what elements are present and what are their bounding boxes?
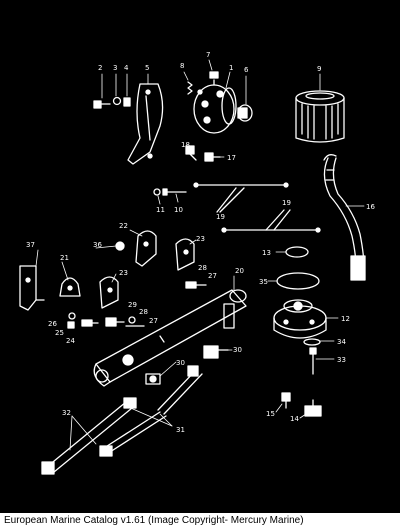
callout-25: 25 xyxy=(55,329,64,337)
part-nut-4 xyxy=(123,97,131,107)
leader-lines xyxy=(35,59,365,451)
callout-4: 4 xyxy=(124,64,129,72)
part-fasteners-27-29 xyxy=(105,281,207,327)
part-bracket-21 xyxy=(59,277,81,297)
part-gasket-35 xyxy=(276,272,320,290)
callout-16: 16 xyxy=(366,203,375,211)
part-o-ring-13 xyxy=(285,246,309,258)
part-hose-31 xyxy=(99,365,203,457)
part-bracket-23a xyxy=(175,238,195,271)
callout-36: 36 xyxy=(93,241,102,249)
part-washer-3 xyxy=(112,96,122,106)
part-spring-8 xyxy=(187,81,193,95)
part-bolt-33 xyxy=(309,347,317,375)
callout-11: 11 xyxy=(156,206,165,214)
callout-15: 15 xyxy=(266,410,275,418)
exploded-parts-diagram: 1 2 3 4 5 6 7 8 9 10 11 12 13 14 15 16 1… xyxy=(19,51,375,475)
callout-2: 2 xyxy=(98,64,102,72)
part-elbow-17 xyxy=(204,152,221,162)
callout-28a: 28 xyxy=(198,264,207,272)
callout-9: 9 xyxy=(317,65,321,73)
part-tube-16 xyxy=(323,154,366,281)
callout-7: 7 xyxy=(206,51,210,59)
callout-30b: 30 xyxy=(233,346,242,354)
callout-8: 8 xyxy=(180,62,184,70)
part-bracket-37 xyxy=(19,265,45,311)
callout-33: 33 xyxy=(337,356,346,364)
callout-27b: 27 xyxy=(149,317,158,325)
callout-19b: 19 xyxy=(282,199,291,207)
callout-32: 32 xyxy=(62,409,71,417)
callout-1: 1 xyxy=(229,64,233,72)
callout-24: 24 xyxy=(66,337,75,345)
callout-20: 20 xyxy=(235,267,244,275)
callout-3: 3 xyxy=(113,64,117,72)
part-fitting-7 xyxy=(209,71,219,79)
callout-10: 10 xyxy=(174,206,183,214)
callout-5: 5 xyxy=(145,64,149,72)
part-bracket-22 xyxy=(135,230,157,267)
callout-numbers: 1 2 3 4 5 6 7 8 9 10 11 12 13 14 15 16 1… xyxy=(26,51,375,434)
part-nut-36 xyxy=(115,241,125,251)
part-screw-10 xyxy=(162,188,187,196)
part-oil-filter-9 xyxy=(295,90,345,143)
callout-26: 26 xyxy=(48,320,57,328)
callout-28b: 28 xyxy=(139,308,148,316)
callout-18: 18 xyxy=(181,141,190,149)
callout-14: 14 xyxy=(290,415,299,423)
callout-12: 12 xyxy=(341,315,350,323)
part-oil-cooler-20 xyxy=(93,289,247,387)
callout-21: 21 xyxy=(60,254,69,262)
part-plug-6 xyxy=(237,104,253,122)
callout-19a: 19 xyxy=(216,213,225,221)
callout-34: 34 xyxy=(337,338,346,346)
callout-29: 29 xyxy=(128,301,137,309)
callout-31: 31 xyxy=(176,426,185,434)
copyright-caption: European Marine Catalog v1.61 (Image Cop… xyxy=(0,513,400,529)
part-filter-base-12 xyxy=(273,299,327,339)
callout-35: 35 xyxy=(259,278,268,286)
callout-23a: 23 xyxy=(196,235,205,243)
part-filter-adapter-1 xyxy=(193,79,237,134)
callout-37: 37 xyxy=(26,241,35,249)
callout-30a: 30 xyxy=(176,359,185,367)
callout-17: 17 xyxy=(227,154,236,162)
callout-22: 22 xyxy=(119,222,128,230)
part-clip-15 xyxy=(281,392,291,409)
part-washer-11 xyxy=(153,188,161,196)
part-fasteners-24-26 xyxy=(67,312,99,329)
part-hose-19 xyxy=(193,182,321,233)
callout-23b: 23 xyxy=(119,269,128,277)
part-bolt-2 xyxy=(93,100,111,109)
part-clip-14 xyxy=(304,399,322,417)
callout-27a: 27 xyxy=(208,272,217,280)
part-bracket-5 xyxy=(127,83,164,165)
callout-6: 6 xyxy=(244,66,249,74)
part-fitting-30 xyxy=(145,345,229,385)
part-bracket-23b xyxy=(99,276,119,309)
callout-13: 13 xyxy=(262,249,271,257)
part-washer-34 xyxy=(303,338,321,346)
